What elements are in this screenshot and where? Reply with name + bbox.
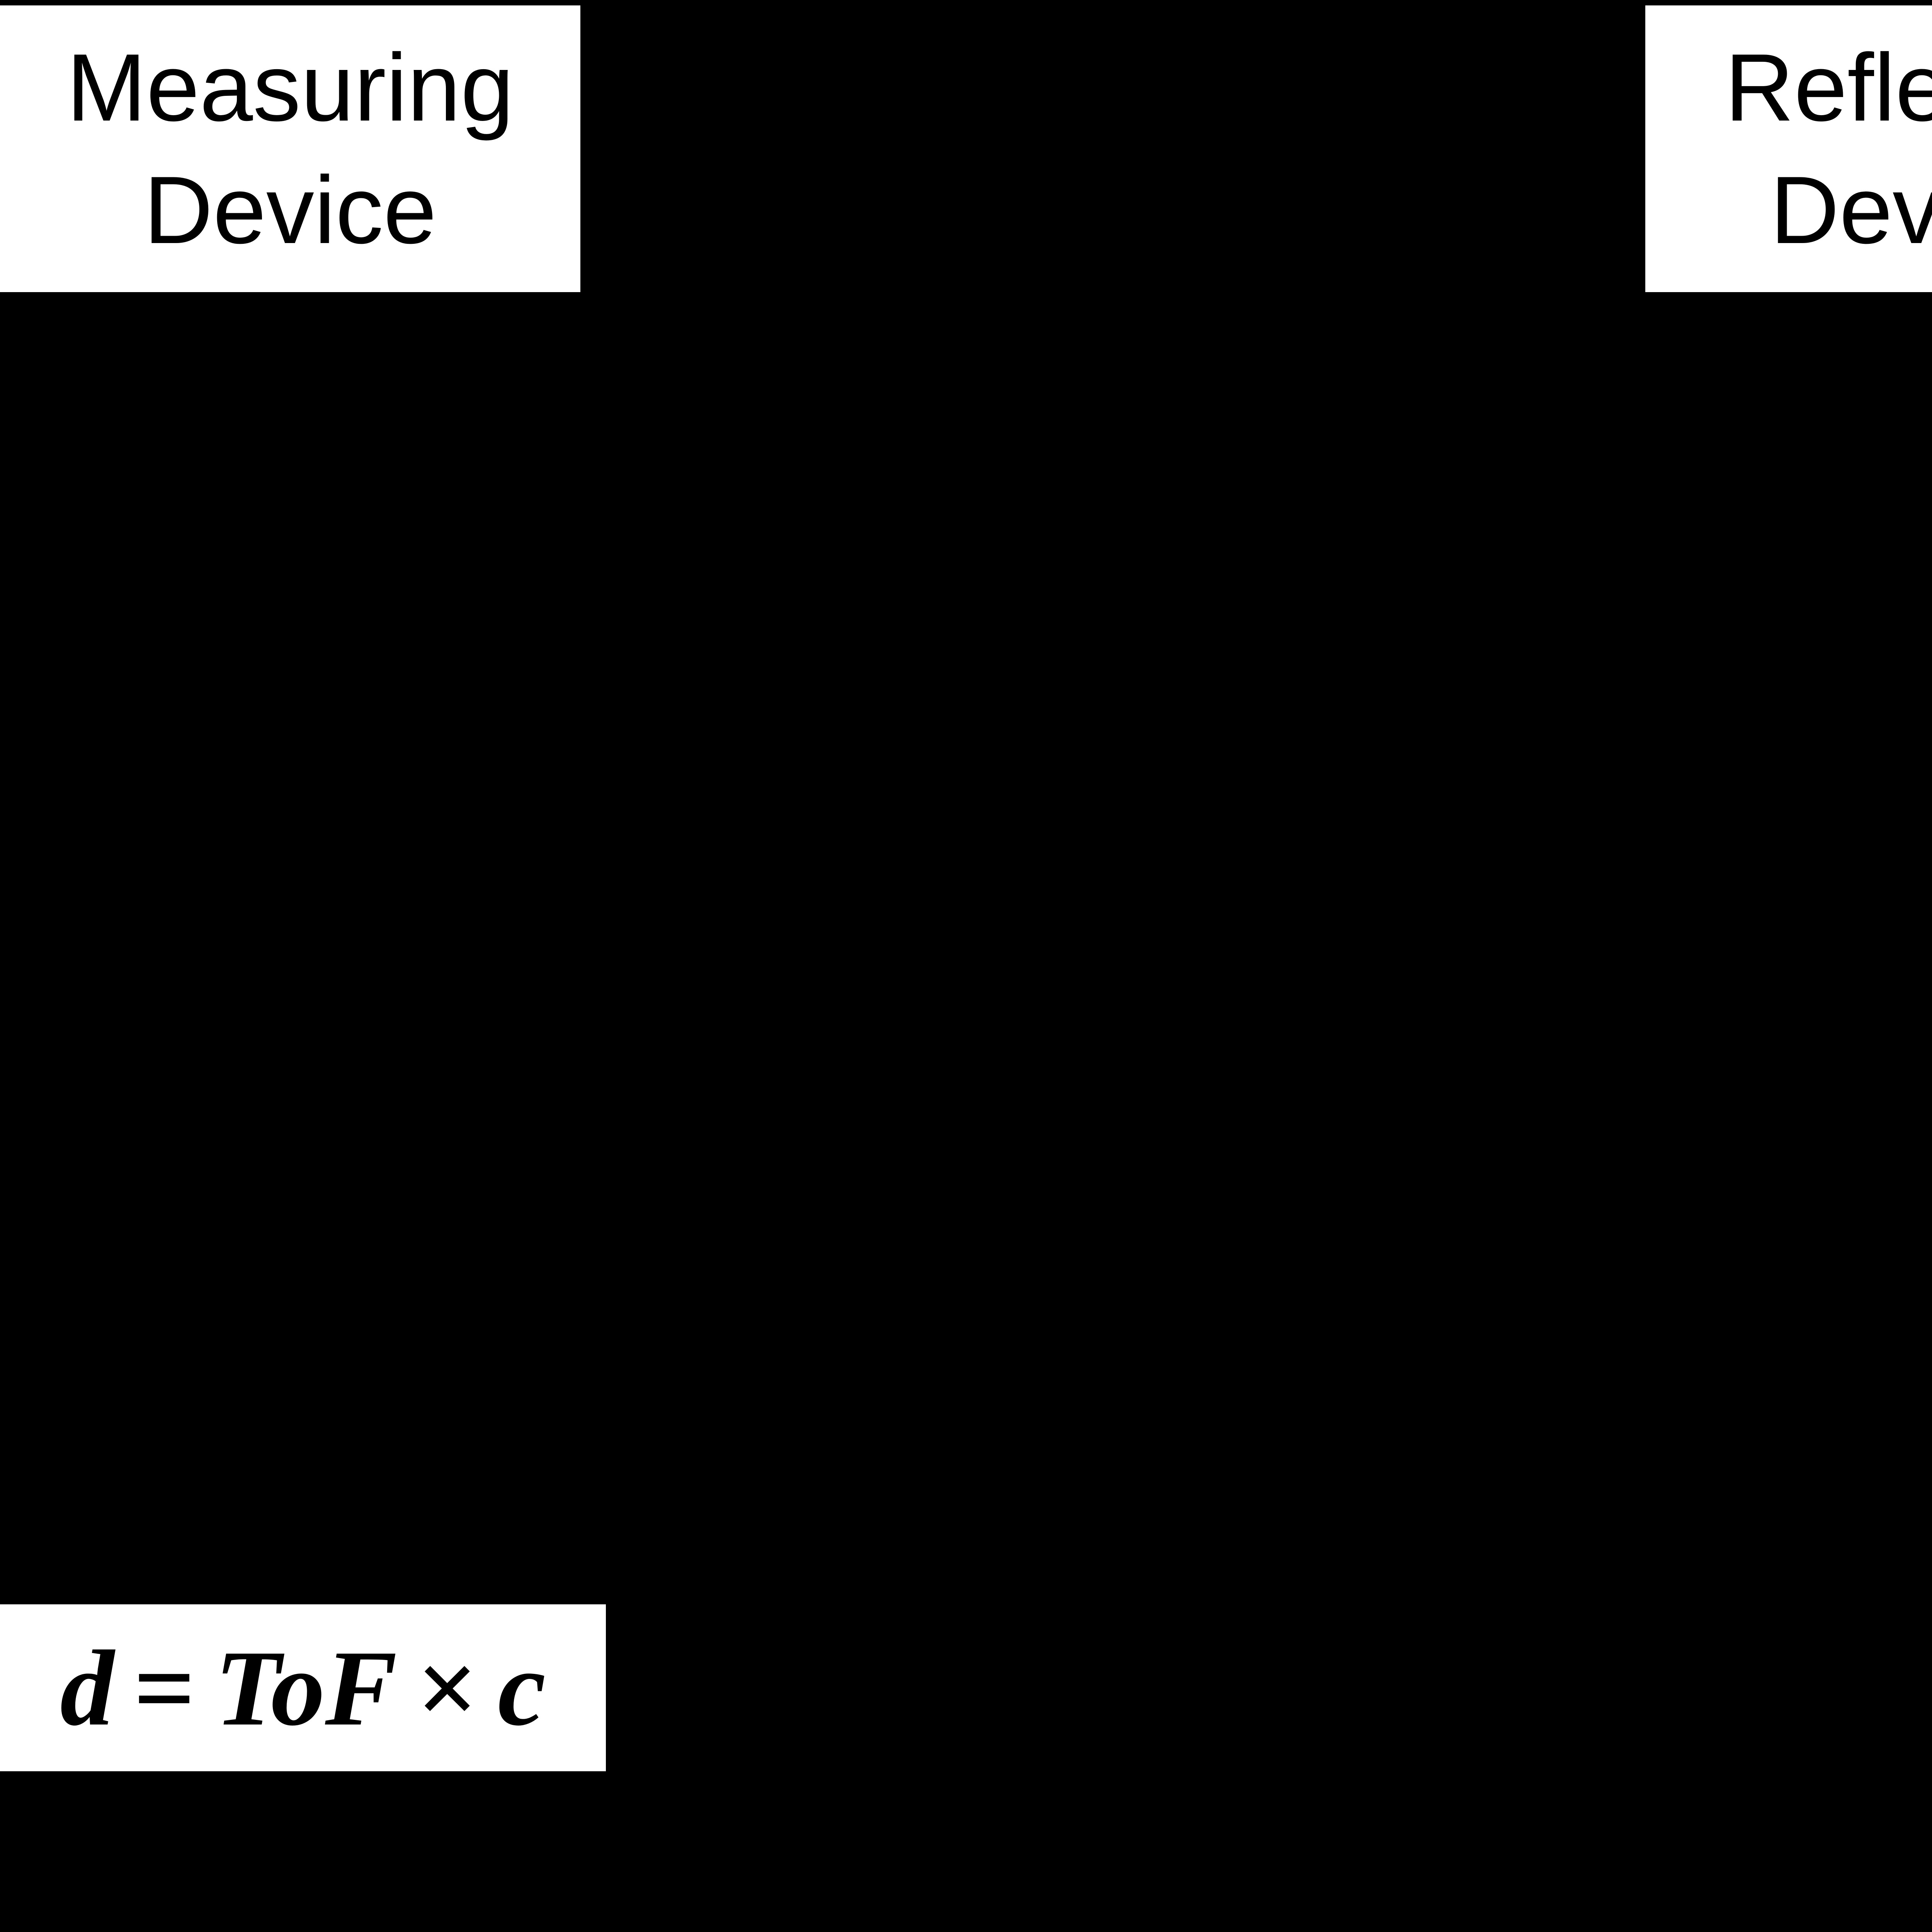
measuring-device-box: Measuring Device: [0, 5, 580, 292]
measuring-device-label-line2: Device: [143, 156, 437, 264]
measuring-device-label-line1: Measuring: [66, 33, 514, 141]
formula-distance-variable: d: [60, 1628, 114, 1748]
reflector-device-label-line1: Reflector: [1725, 33, 1932, 141]
tof-distance-formula-box: d = ToF × c: [0, 1604, 606, 1771]
reflector-device-box: Reflector Device: [1645, 5, 1932, 292]
reflector-device-label-line2: Device: [1770, 156, 1932, 264]
formula-multiplication-sign: ×: [417, 1628, 478, 1748]
formula-speed-variable: c: [498, 1628, 546, 1748]
formula-equals-sign: =: [133, 1628, 196, 1748]
formula-tof-variable: ToF: [214, 1628, 397, 1748]
